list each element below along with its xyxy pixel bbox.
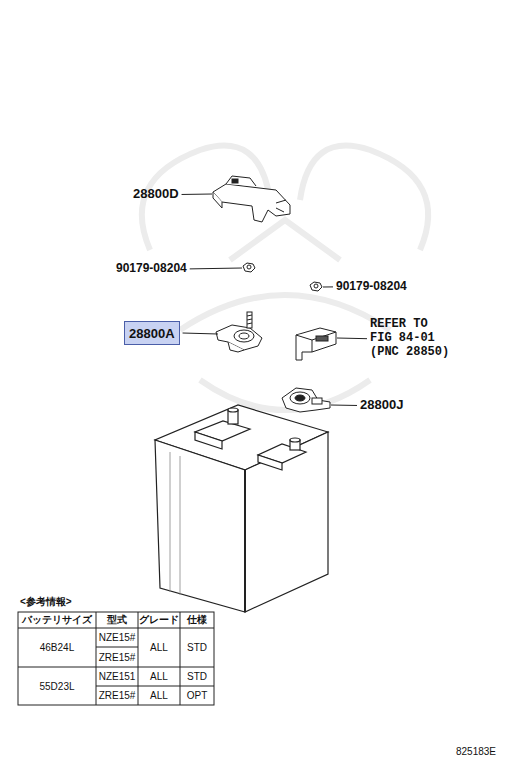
terminal-cover (213, 176, 290, 222)
leader-line (323, 286, 333, 287)
watermark (142, 146, 428, 410)
table-cell: NZE15# (96, 628, 138, 647)
leader-line (190, 268, 242, 270)
part-number: 28800J (360, 398, 403, 413)
negative-clamp (282, 388, 330, 412)
figure-number: 825183E (456, 746, 496, 758)
leader-line (182, 194, 212, 195)
reference-note: REFER TO FIG 84-01 (PNC 28850) (370, 318, 456, 359)
part-number: 28800A (129, 326, 175, 341)
table-cell: OPT (180, 686, 214, 705)
part-number: 90179-08204 (116, 262, 187, 276)
table-header: グレード (138, 612, 180, 628)
current-sensor (296, 328, 336, 360)
table-cell: NZE151 (96, 667, 138, 686)
positive-clamp (216, 312, 262, 352)
leader-line (331, 405, 357, 406)
table-cell: ZRE15# (96, 647, 138, 667)
table-title: <参考情報> (20, 596, 72, 608)
table-grid (18, 612, 214, 705)
part-number: 28800D (133, 187, 179, 202)
table-cell: ALL (138, 667, 180, 686)
leader-line (183, 333, 218, 334)
nut (243, 263, 322, 291)
table-cell: ALL (138, 628, 180, 667)
table-header: バッテリサイズ (18, 612, 96, 628)
table-cell: ALL (138, 686, 180, 705)
table-header: 仕様 (180, 612, 214, 628)
table-cell: 46B24L (18, 628, 96, 667)
table-cell: STD (180, 628, 214, 667)
table-header: 型式 (96, 612, 138, 628)
part-number: 90179-08204 (336, 280, 407, 294)
highlighted-part-number: 28800A (124, 321, 180, 345)
battery (155, 405, 328, 612)
table-cell: 55D23L (18, 667, 96, 705)
leader-line (337, 338, 367, 340)
table-cell: STD (180, 667, 214, 686)
table-cell: ZRE15# (96, 686, 138, 705)
